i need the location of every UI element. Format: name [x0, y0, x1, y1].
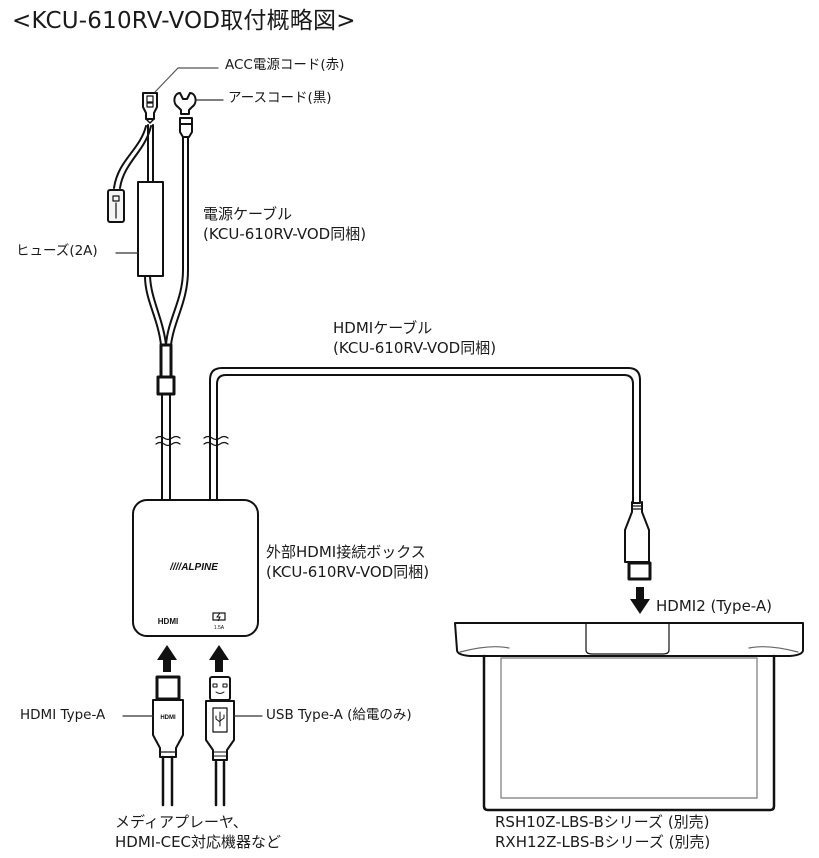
monitor-label-1: RSH10Z-LBS-Bシリーズ (別売) — [495, 813, 710, 831]
alpine-logo: ////ALPINE — [169, 562, 218, 573]
fuse-label: ヒューズ(2A) — [16, 243, 98, 259]
box-label: 外部HDMI接続ボックス — [266, 543, 426, 561]
box-hdmi-port-label: HDMI — [158, 617, 178, 626]
acc-leader-line — [154, 67, 179, 93]
arrow-down-icon — [630, 587, 650, 614]
ground-wire — [165, 136, 189, 346]
acc-wire — [113, 124, 154, 189]
power-cable-label: 電源ケーブル — [203, 205, 293, 223]
acc-cord-label: ACC電源コード(赤) — [225, 57, 345, 73]
monitor-label-2: RXH12Z-LBS-Bシリーズ (別売) — [495, 833, 711, 851]
hdmi2-port-label: HDMI2 (Type-A) — [656, 597, 773, 615]
hdmi-connection-box — [132, 499, 259, 637]
box-note: (KCU-610RV-VOD同梱) — [266, 563, 430, 581]
ground-terminal-icon — [173, 92, 197, 138]
rear-seat-monitor — [454, 622, 804, 812]
usb-type-a-label: USB Type-A (給電のみ) — [266, 707, 412, 723]
acc-terminal-icon — [142, 92, 158, 124]
box-usb-port-label: 1.5A — [214, 625, 225, 631]
ground-cord-label: アースコード(黒) — [228, 90, 332, 106]
hdmi-cable — [203, 367, 641, 501]
hdmi-cable-note: (KCU-610RV-VOD同梱) — [333, 339, 497, 357]
acc-wire-lower — [144, 275, 167, 346]
hdmi-type-a-plug — [152, 675, 184, 807]
diagram-title: <KCU-610RV-VOD取付概略図> — [12, 8, 356, 34]
hdmi-plug-logo: HDMI — [160, 715, 176, 721]
arrow-up-icon — [157, 645, 177, 672]
inline-terminal-icon — [107, 189, 125, 223]
usb-type-a-plug — [205, 676, 235, 807]
fuse-holder — [137, 181, 164, 277]
arrow-up-icon — [209, 645, 229, 672]
source-device-label-2: HDMI-CEC対応機器など — [115, 833, 282, 851]
power-cable — [155, 343, 181, 501]
power-cable-note: (KCU-610RV-VOD同梱) — [203, 225, 367, 243]
hdmi-type-a-label: HDMI Type-A — [20, 707, 106, 723]
hdmi-plug-to-monitor — [624, 499, 652, 581]
usb-power-icon — [212, 612, 226, 622]
source-device-label-1: メディアプレーヤ、 — [115, 813, 248, 831]
hdmi-cable-label: HDMIケーブル — [333, 319, 433, 337]
